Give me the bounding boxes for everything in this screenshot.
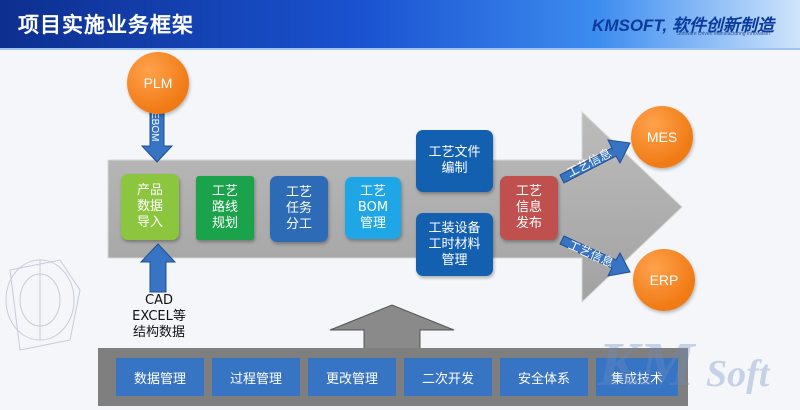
page-title: 项目实施业务框架: [18, 13, 194, 37]
task-division-label: 工艺 任务 分工: [285, 185, 312, 232]
doc-edit-label: 工艺文件 编制: [428, 145, 481, 176]
foundation-item-security: 安全体系: [500, 358, 588, 396]
watermark-soft: Soft: [706, 353, 770, 395]
erp-node: ERP: [633, 249, 695, 311]
task-division-box: 工艺 任务 分工: [270, 176, 328, 242]
product-import-box: 产品 数据 导入: [121, 174, 179, 240]
ebom-label: EBOM: [149, 112, 160, 142]
doc-edit-box: 工艺文件 编制: [416, 130, 493, 192]
product-import-label: 产品 数据 导入: [136, 183, 163, 230]
engine-sketch-icon: [5, 259, 81, 351]
bom-manage-label: 工艺 BOM 管理: [357, 184, 389, 231]
foundation-item-dev: 二次开发: [404, 358, 492, 396]
bom-manage-box: 工艺 BOM 管理: [345, 177, 401, 239]
watermark-km: KM: [598, 331, 695, 399]
mes-node: MES: [631, 106, 693, 168]
brand-logo: KMSOFT, 软件创新制造: [592, 16, 774, 35]
equipment-material-box: 工装设备 工时材料 管理: [416, 213, 493, 276]
info-publish-box: 工艺 信息 发布: [500, 176, 558, 240]
foundation-item-change: 更改管理: [308, 358, 396, 396]
route-plan-label: 工艺 路线 规划: [211, 184, 238, 231]
cad-input-label: CAD EXCEL等 结构数据: [132, 293, 186, 340]
header-bar: [0, 0, 800, 48]
foundation-item-process: 过程管理: [212, 358, 300, 396]
info-publish-label: 工艺 信息 发布: [515, 184, 542, 231]
equipment-material-label: 工装设备 工时材料 管理: [428, 220, 481, 268]
brand-tagline: Software Driven Manufacturing Innovation: [676, 31, 770, 37]
header-divider: [0, 48, 800, 50]
foundation-item-data: 数据管理: [116, 358, 204, 396]
route-plan-box: 工艺 路线 规划: [196, 176, 254, 240]
foundation-item-integration: 集成技术: [596, 358, 678, 396]
plm-node: PLM: [127, 52, 189, 114]
